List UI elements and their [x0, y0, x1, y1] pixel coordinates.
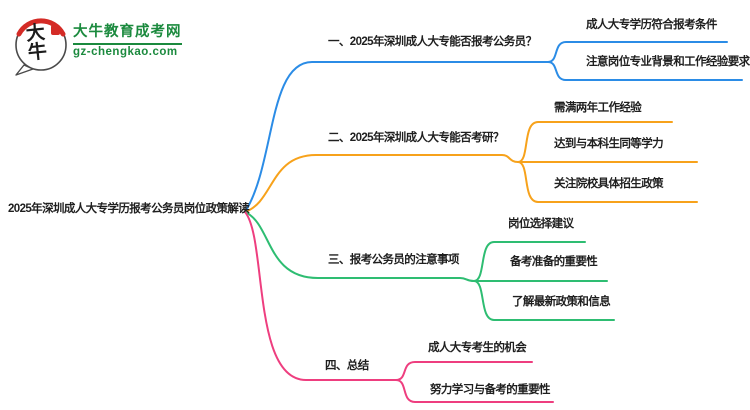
- branch2-child3-label[interactable]: 关注院校具体招生政策: [554, 178, 664, 190]
- branch1-child1-label[interactable]: 成人大专学历符合报考条件: [586, 19, 717, 31]
- branch2-label[interactable]: 二、2025年深圳成人大专能否考研？: [328, 132, 504, 144]
- branch3-curve: [244, 211, 475, 282]
- site-logo[interactable]: 大牛 大牛教育成考网 gz-chengkao.com: [13, 16, 182, 76]
- branch3-child1-curve: [473, 241, 586, 282]
- branch3-child3-label[interactable]: 了解最新政策和信息: [512, 296, 611, 308]
- root-topic[interactable]: 2025年深圳成人大专学历报考公务员岗位政策解读: [8, 203, 250, 215]
- branch2-child1-curve: [517, 121, 673, 163]
- branch1-curve: [244, 61, 549, 213]
- logo-domain: gz-chengkao.com: [73, 46, 178, 58]
- logo-bubble-tail: [15, 64, 34, 76]
- branch3-child2-label[interactable]: 备考准备的重要性: [510, 256, 598, 268]
- branch3-child1-label[interactable]: 岗位选择建议: [508, 218, 574, 230]
- branch4-child2-curve: [395, 379, 554, 403]
- branch1-child2-curve: [547, 61, 743, 81]
- branch4-child1-label[interactable]: 成人大专考生的机会: [428, 342, 527, 354]
- branch1-label[interactable]: 一、2025年深圳成人大专能否报考公务员？: [328, 36, 537, 48]
- branch2-child1-label[interactable]: 需满两年工作经验: [554, 102, 642, 114]
- branch1-child2-label[interactable]: 注意岗位专业背景和工作经验要求: [586, 56, 750, 68]
- branch4-label[interactable]: 四、总结: [325, 360, 369, 372]
- branch3-child3-curve: [473, 280, 615, 321]
- branch4-curve: [244, 211, 397, 381]
- branch2-child3-curve: [517, 161, 698, 203]
- branch1-child1-curve: [547, 41, 728, 63]
- logo-mark-text: 大牛: [24, 21, 52, 64]
- branch4-child1-curve: [395, 361, 533, 381]
- branch3-label[interactable]: 三、报考公务员的注意事项: [328, 254, 459, 266]
- logo-seal-icon: [51, 25, 60, 35]
- logo-bubble-icon: 大牛: [13, 16, 69, 76]
- branch4-child2-label[interactable]: 努力学习与备考的重要性: [430, 384, 551, 396]
- branch2-child2-label[interactable]: 达到与本科生同等学力: [554, 138, 664, 150]
- branch2-curve: [244, 154, 519, 213]
- logo-title: 大牛教育成考网: [73, 20, 182, 45]
